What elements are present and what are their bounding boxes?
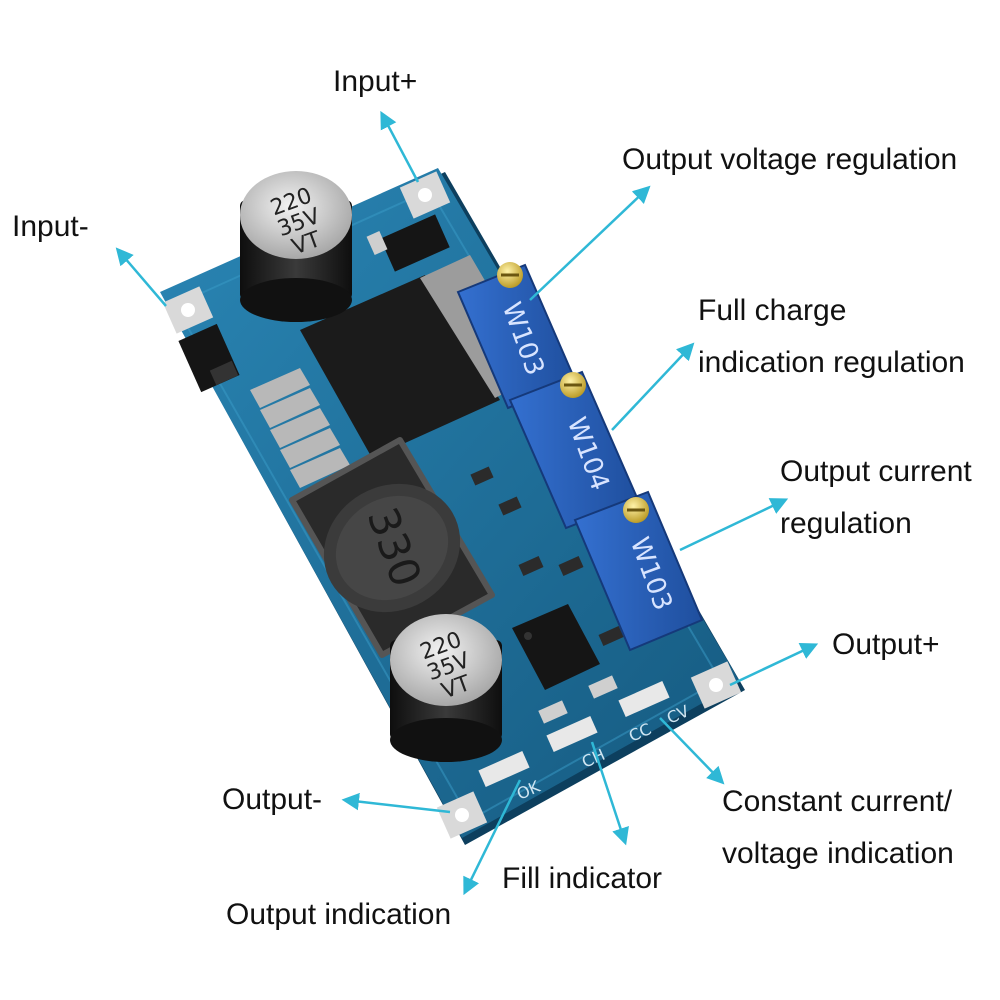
label-output-indication: Output indication (226, 900, 451, 930)
arrow-output-plus (729, 643, 819, 687)
label-output-plus: Output+ (832, 630, 940, 660)
arrow-output-indication (463, 779, 522, 896)
label-output-minus-text: Output- (222, 783, 323, 816)
label-output-voltage-regulation-text: Output voltage regulation (622, 143, 958, 176)
label-full-charge-regulation: Full charge indication regulation (698, 296, 965, 378)
capacitor-top: 220 35V VT (240, 171, 352, 322)
label-output-indication-text: Output indication (226, 898, 452, 931)
label-output-voltage-regulation: Output voltage regulation (622, 145, 957, 175)
control-ic (512, 604, 600, 690)
capacitor-bottom: 220 35V VT (390, 614, 502, 762)
arrow-input-minus (115, 247, 167, 307)
output-plus-pad (690, 661, 742, 709)
inductor: 330 (289, 437, 495, 658)
label-fill-indicator: Fill indicator (502, 864, 662, 894)
arrow-constant-indication (659, 717, 725, 785)
arrow-input-plus (380, 110, 420, 183)
label-constant-line1: Constant current/ (722, 785, 953, 818)
input-diode (366, 214, 450, 272)
arrow-output-minus (341, 792, 451, 814)
label-output-minus: Output- (222, 785, 322, 815)
input-plus-pad (399, 171, 451, 219)
label-output-plus-text: Output+ (832, 628, 940, 661)
label-fill-indicator-text: Fill indicator (502, 862, 663, 895)
output-minus-pad (436, 791, 488, 839)
small-smd-part (209, 360, 239, 386)
potentiometer-current: W103 (573, 490, 704, 652)
input-minus-pad (162, 286, 214, 334)
arrow-output-current-regulation (679, 498, 789, 552)
arrow-output-voltage-regulation (529, 185, 651, 301)
label-input-plus-text: Input+ (333, 65, 418, 98)
label-full-charge-line2: indication regulation (698, 346, 965, 379)
arrow-full-charge-regulation (611, 342, 695, 431)
label-constant-indication: Constant current/ voltage indication (722, 787, 954, 869)
label-output-current-line2: regulation (780, 507, 912, 540)
label-constant-line2: voltage indication (722, 837, 954, 870)
arrow-fill-indicator (590, 741, 629, 846)
label-output-current-line1: Output current (780, 455, 972, 488)
label-input-minus-text: Input- (12, 210, 89, 243)
label-full-charge-line1: Full charge (698, 294, 847, 327)
label-output-current-regulation: Output current regulation (780, 457, 972, 539)
label-input-plus: Input+ (333, 67, 417, 97)
callout-arrows (115, 110, 819, 896)
potentiometer-voltage: W103 (456, 262, 577, 410)
smd-components (470, 466, 624, 724)
label-input-minus: Input- (12, 212, 89, 242)
